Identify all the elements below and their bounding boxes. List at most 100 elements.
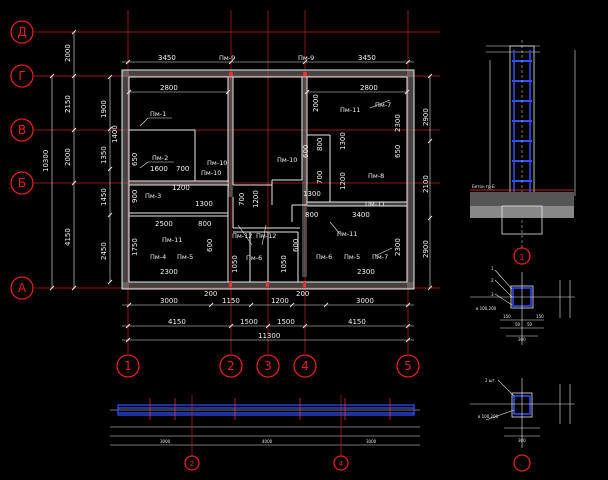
dim-text: 4000 [262, 439, 273, 444]
detail-callout: 1 [519, 253, 524, 262]
right-dimensions: 2900 2100 2900 [422, 73, 433, 291]
col-axis-label: 3 [264, 359, 272, 373]
col-axis-label: 1 [124, 359, 132, 373]
dim-text: 1500 [277, 318, 295, 326]
dim-text: 200 [296, 290, 309, 298]
dim-text: 1750 [131, 238, 139, 256]
lintel-label: Пм-8 [368, 172, 384, 180]
dim-text: 1350 [100, 146, 108, 164]
interior-annotations: Пм-1 Пм-2 1600 700 Пм-10 Пм-10 Пм-10 140… [111, 94, 402, 276]
interior-walls [129, 77, 407, 282]
lintel-label: Пм-2 [152, 154, 168, 162]
dim-text: 3000 [366, 439, 377, 444]
dim-text: 2500 [155, 220, 173, 228]
lintel-label: Пм-3 [145, 192, 161, 200]
dim-text: 3400 [352, 211, 370, 219]
col-axis-label: 5 [404, 359, 412, 373]
foundation-section-detail: Бетон гр-Б 1 [470, 40, 576, 265]
col-axis-label: 4 [301, 359, 309, 373]
dim-text: 1200 [252, 190, 260, 208]
col-axis-label: 2 [190, 460, 194, 468]
dim-text: 3450 [158, 54, 176, 62]
dim-text: 2450 [100, 242, 108, 260]
row-axis-label: Д [17, 25, 26, 39]
dim-text: 2800 [360, 84, 378, 92]
dim-text: 1050 [280, 255, 288, 273]
dim-text: 300 [518, 438, 526, 443]
bottom-dimensions: 3000 1150 1200 3000 200 200 4150 1500 15… [122, 290, 414, 343]
lintel-label: Пм-11 [337, 230, 357, 238]
lintel-label: Пм-11 [365, 200, 385, 208]
dim-text: 1200 [172, 184, 190, 192]
dim-text: 800 [305, 211, 318, 219]
row-axis-bubbles: Д Г В Б А [10, 20, 34, 300]
dim-text: 600 [206, 239, 214, 252]
lintel-label: Пм-5 [177, 253, 193, 261]
lintel-label: Пм-1 [150, 110, 166, 118]
dim-text: 2000 [64, 44, 72, 62]
dim-text: 1300 [339, 132, 347, 150]
dim-text: 4150 [64, 228, 72, 246]
dim-text: 1200 [339, 172, 347, 190]
lintel-label: Пм-12 [232, 232, 252, 240]
dim-text: 200 [204, 290, 217, 298]
dim-text: 600 [292, 239, 300, 252]
dim-text: 3000 [160, 297, 178, 305]
dim-text: 2150 [64, 95, 72, 113]
lintel-label: Пм-10 [201, 169, 221, 177]
dim-text: 2900 [422, 108, 430, 126]
left-dimensions: 2000 2150 2000 4150 10300 1900 1350 1450… [42, 29, 113, 291]
dim-text: 3000 [356, 297, 374, 305]
dim-text: 800 [198, 220, 211, 228]
dim-text: 2900 [422, 240, 430, 258]
column-section-1: 1 2 3 в 100,200 150 50 50 150 300 [470, 266, 575, 345]
mark-label: 1 [491, 266, 494, 271]
dim-text: 650 [394, 145, 402, 158]
dim-text: 2300 [394, 114, 402, 132]
dim-text: 650 [131, 153, 139, 166]
col-axis-label: 2 [227, 359, 235, 373]
dim-text: 1500 [240, 318, 258, 326]
material-note: Бетон гр-Б [472, 184, 495, 189]
lintel-label: Пм-7 [372, 253, 388, 261]
dim-text: 150 [536, 314, 544, 319]
dim-text: 50 [527, 322, 533, 327]
lintel-label: Пм-11 [340, 106, 360, 114]
dim-text: 600 [302, 145, 310, 158]
dim-text: 4150 [348, 318, 366, 326]
lintel-label: Пм-4 [150, 253, 166, 261]
dim-text: 10300 [42, 150, 50, 172]
dim-text: 2300 [394, 238, 402, 256]
dim-text: 2000 [312, 94, 320, 112]
rebar-note: в 100,200 [476, 306, 497, 311]
lintel-label: Пм-7 [375, 101, 391, 109]
dim-text: 1450 [100, 188, 108, 206]
dim-text: 11300 [258, 332, 280, 340]
lintel-label: Пм-12 [256, 232, 276, 240]
col-axis-bubbles: 1 2 3 4 5 [116, 354, 420, 378]
row-axis-label: В [18, 123, 26, 137]
mark-label: 3 [491, 292, 494, 297]
dim-text: 2300 [357, 268, 375, 276]
dim-text: 1150 [222, 297, 240, 305]
lintel-label: Пм-6 [316, 253, 332, 261]
dim-text: 300 [518, 337, 526, 342]
dim-text: 3000 [160, 439, 171, 444]
dim-text: 3450 [358, 54, 376, 62]
lintel-label: Пм-10 [277, 156, 297, 164]
rebar-note: 2 шт. [485, 378, 496, 383]
top-dimensions: 3450 3450 Пм-9 Пм-9 2800 2800 [122, 54, 414, 95]
lintel-label: Пм-9 [219, 54, 235, 62]
lintel-label: Пм-5 [344, 253, 360, 261]
row-axis-label: Б [18, 176, 26, 190]
beam-elevation: 3000 4000 3000 2 4 [110, 395, 420, 471]
dim-text: 700 [238, 193, 246, 206]
dim-text: 2800 [160, 84, 178, 92]
lintel-label: Пм-10 [207, 159, 227, 167]
mark-label: 2 [491, 278, 494, 283]
opening-markers [229, 72, 307, 287]
dim-text: 900 [131, 190, 139, 203]
lintel-label: Пм-6 [246, 254, 262, 262]
row-axis-label: А [18, 281, 27, 295]
